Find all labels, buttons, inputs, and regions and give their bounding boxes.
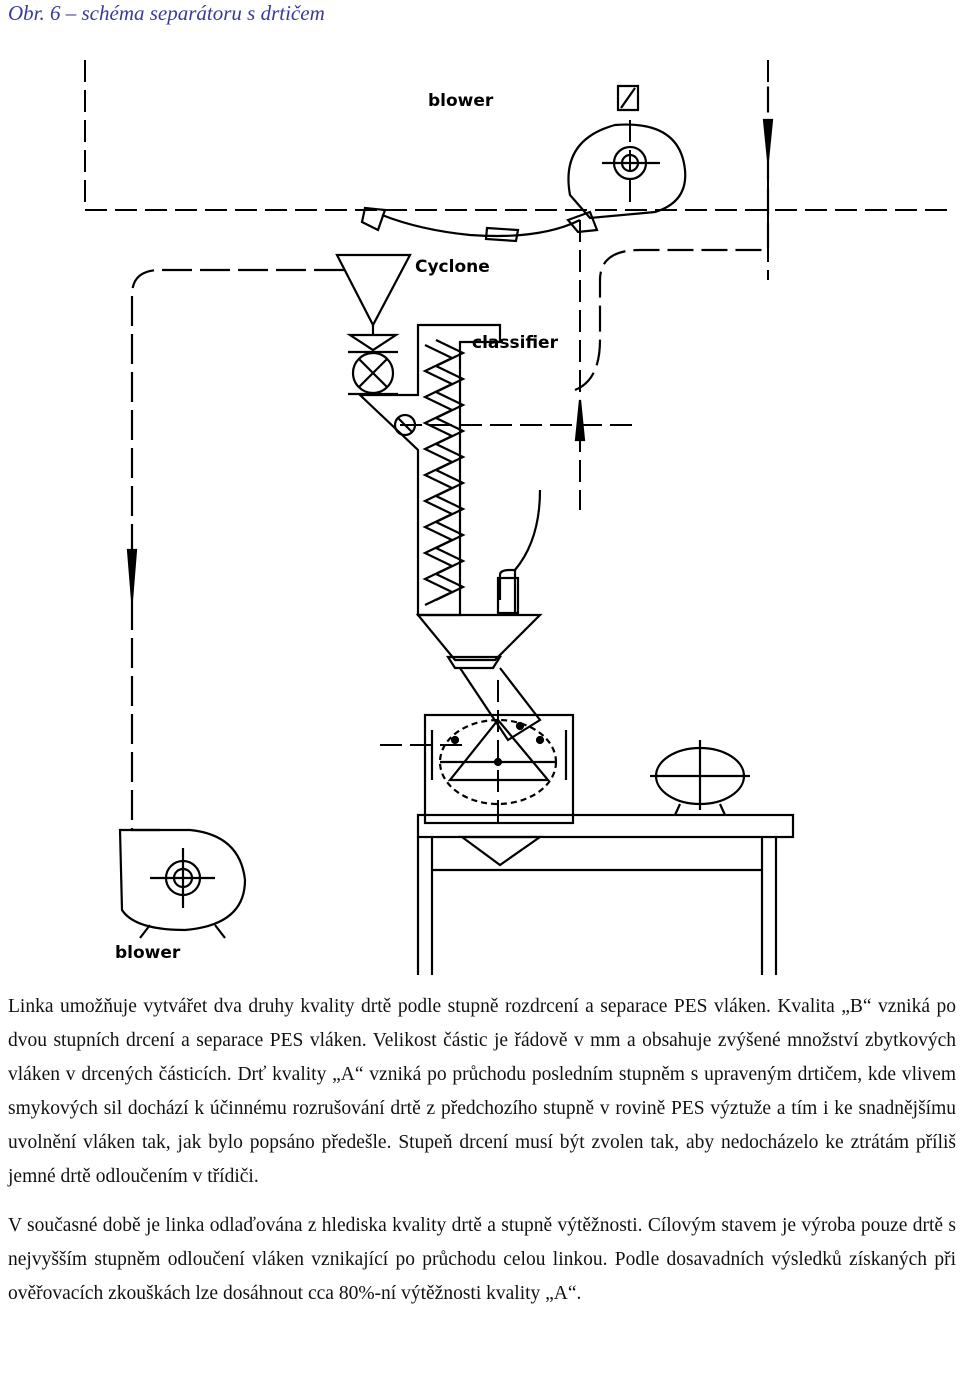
paragraph-1: Linka umožňuje vytvářet dva druhy kvalit…	[8, 996, 956, 1187]
label-classifier: classifier	[472, 333, 559, 353]
label-cyclone: Cyclone	[415, 257, 490, 277]
machine-frame	[416, 813, 795, 839]
separator-schematic: blower Cyclone classifier blower	[0, 40, 960, 975]
paragraph-2: V současné době je linka odlaďována z hl…	[8, 1215, 956, 1304]
body-text: Linka umožňuje vytvářet dva druhy kvalit…	[8, 990, 956, 1311]
hopper	[415, 613, 543, 662]
lower-blower-housing	[118, 828, 247, 932]
schematic-drawing: blower Cyclone classifier blower	[84, 60, 955, 975]
crusher-housing	[423, 713, 575, 825]
figure-caption: Obr. 6 – schéma separátoru s drtičem	[8, 1, 325, 25]
return-duct	[130, 268, 345, 832]
label-blower-top: blower	[428, 91, 494, 111]
crusher-rotor	[447, 718, 551, 782]
cyclone-cone	[335, 253, 412, 328]
upper-blower-housing	[567, 123, 687, 220]
label-blower-bottom: blower	[115, 943, 181, 963]
